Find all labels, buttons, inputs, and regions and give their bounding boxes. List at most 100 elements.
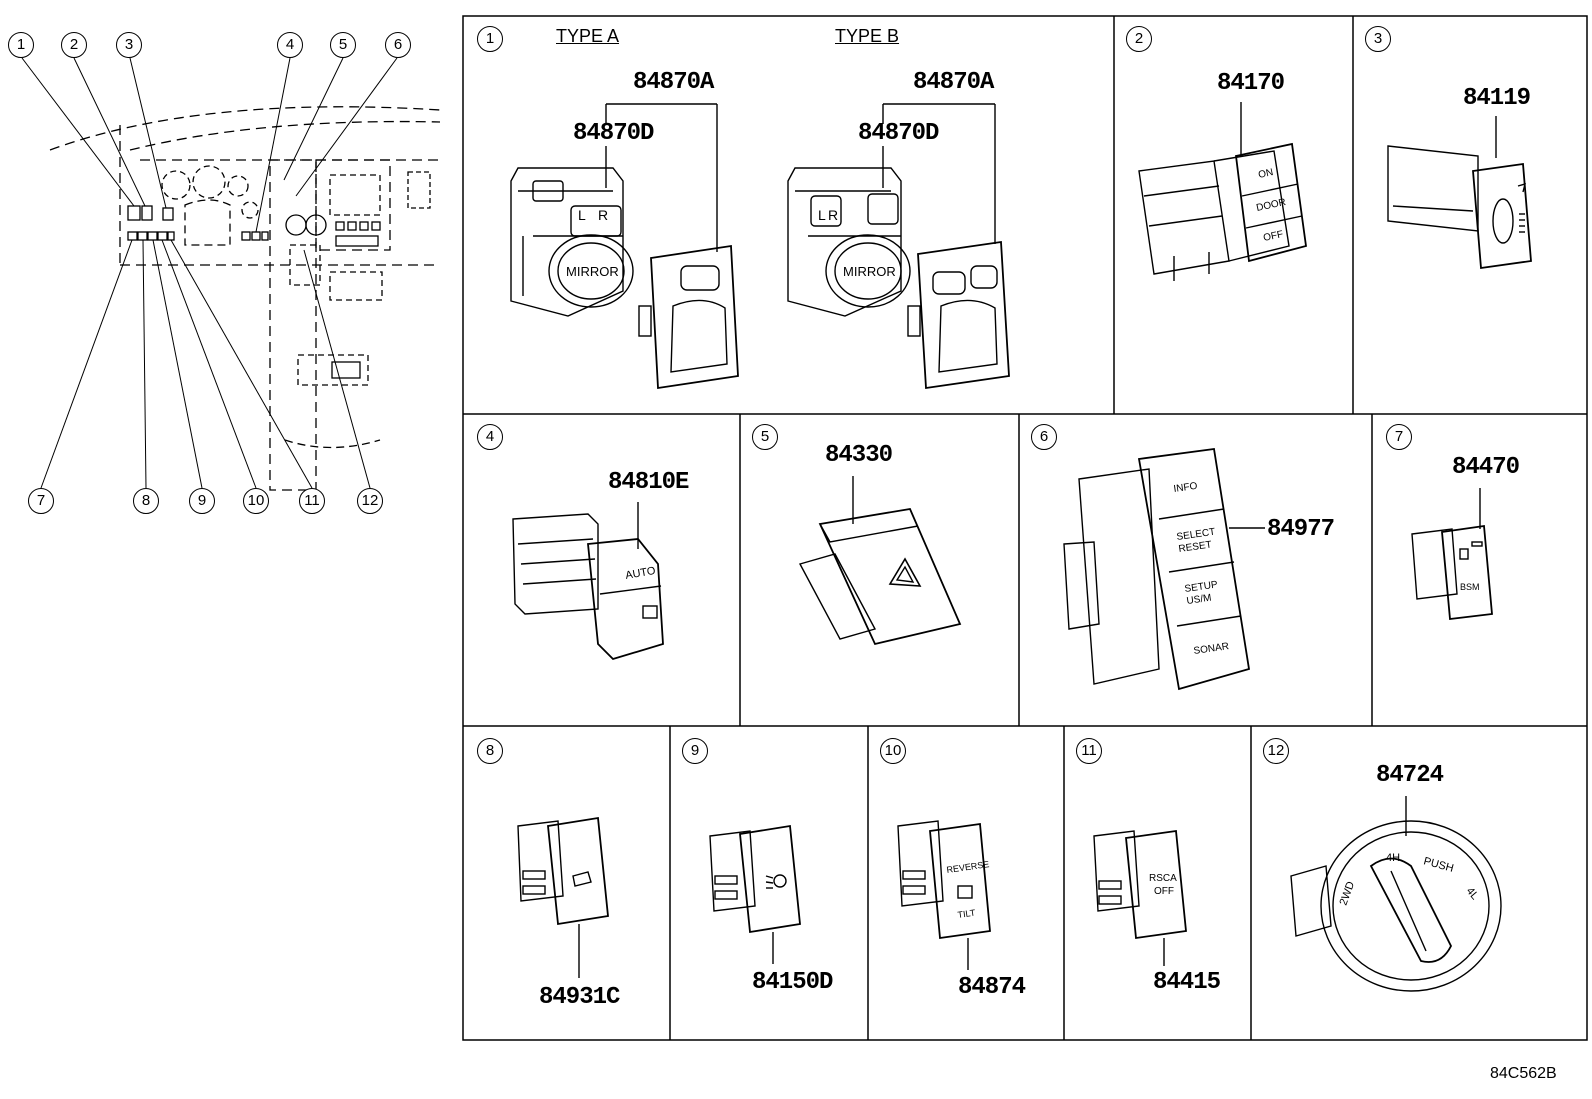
auto-switch-labels: AUTO xyxy=(624,565,656,582)
reverse-tilt-switch-labels: REVERSE TILT xyxy=(946,859,990,920)
panel-8-switch: 8 84931C xyxy=(463,726,670,1040)
dashboard-overview: 1 2 3 4 5 6 7 8 9 10 11 12 xyxy=(0,0,450,530)
overview-callout-4: 4 xyxy=(277,32,303,58)
panel-3-dimmer-switch: 3 84119 xyxy=(1353,16,1587,414)
panel-5-callout: 5 xyxy=(752,424,778,450)
overview-callout-1: 1 xyxy=(8,32,34,58)
rsca-switch-drawing xyxy=(1093,829,1187,966)
auto-switch-drawing xyxy=(512,502,664,661)
switch-label-tilt: TILT xyxy=(957,908,977,920)
overview-callout-2: 2 xyxy=(61,32,87,58)
part-number-84870A-type-a: 84870A xyxy=(633,69,714,96)
part-number-84931C: 84931C xyxy=(539,984,620,1011)
dashboard-outline-drawing xyxy=(21,57,441,491)
overview-callout-12: 12 xyxy=(357,488,383,514)
part-number-84870D-type-b: 84870D xyxy=(858,120,939,147)
dome-light-switch-drawing xyxy=(1138,102,1308,281)
panel-1-mirror-switch: 1 TYPE A TYPE B 84870A 84870D 84870A 848… xyxy=(463,16,1114,414)
switch-label-2wd: 2WD xyxy=(1338,880,1358,907)
overview-callout-11: 11 xyxy=(299,488,325,514)
part-number-84330: 84330 xyxy=(825,442,893,469)
switch-label-4l: 4L xyxy=(1464,885,1481,902)
hazard-switch-drawing xyxy=(798,476,962,646)
panel-11-callout: 11 xyxy=(1076,738,1102,764)
switch-label-push: PUSH xyxy=(1422,855,1455,875)
switch-label-mirror-type-b: MIRROR xyxy=(843,264,896,279)
rsca-switch-labels: RSCA OFF xyxy=(1149,873,1177,897)
switch-label-l-type-b: L xyxy=(818,207,826,223)
part-number-84150D: 84150D xyxy=(752,969,833,996)
panel-2-dome-light-switch: 2 84170 ON DOOR OFF xyxy=(1114,16,1353,414)
overview-callout-7: 7 xyxy=(28,488,54,514)
panel-3-callout: 3 xyxy=(1365,26,1391,52)
part-number-84170: 84170 xyxy=(1217,70,1285,97)
switch-label-setup: SETUP xyxy=(1184,579,1219,595)
mirror-switch-labels: L R MIRROR L R MIRROR xyxy=(566,207,896,279)
panel-9-fog-light-switch: 9 84150D xyxy=(670,726,868,1040)
panel-4-auto-switch: 4 84810E AUTO xyxy=(463,414,740,726)
panel-8-callout: 8 xyxy=(477,738,503,764)
fog-light-switch-drawing xyxy=(709,824,801,964)
part-number-84415: 84415 xyxy=(1153,969,1221,996)
type-b-label: TYPE B xyxy=(835,26,900,46)
panel-10-callout: 10 xyxy=(880,738,906,764)
overview-callout-9: 9 xyxy=(189,488,215,514)
switch-label-reverse: REVERSE xyxy=(946,859,990,875)
switch-label-r-type-a: R xyxy=(598,207,608,223)
type-a-label: TYPE A xyxy=(556,26,620,46)
reverse-tilt-switch-drawing xyxy=(897,820,991,970)
switch-label-rsca-off: OFF xyxy=(1154,886,1174,897)
overview-callout-3: 3 xyxy=(116,32,142,58)
multi-info-switch-drawing xyxy=(1063,447,1265,691)
switch-label-on: ON xyxy=(1257,167,1274,181)
switch-label-r-type-b: R xyxy=(828,207,838,223)
multi-info-switch-labels: INFO SELECT RESET SETUP US/M SONAR xyxy=(1173,481,1230,657)
switch-84931c-drawing xyxy=(517,816,609,978)
part-number-84470: 84470 xyxy=(1452,454,1520,481)
panel-6-callout: 6 xyxy=(1031,424,1057,450)
switch-label-auto: AUTO xyxy=(624,565,656,582)
part-number-84870A-type-b: 84870A xyxy=(913,69,994,96)
switch-label-info: INFO xyxy=(1173,481,1198,495)
panel-9-callout: 9 xyxy=(682,738,708,764)
mirror-switch-drawing xyxy=(510,103,1010,390)
switch-label-off: OFF xyxy=(1262,229,1284,244)
panel-5-hazard-switch: 5 84330 xyxy=(740,414,1019,726)
switch-label-rsca: RSCA xyxy=(1149,873,1177,884)
switch-label-4h: 4H xyxy=(1386,852,1400,864)
dimmer-switch-drawing xyxy=(1387,116,1532,270)
panel-7-callout: 7 xyxy=(1386,424,1412,450)
panel-1-callout: 1 xyxy=(477,26,503,52)
switch-label-door: DOOR xyxy=(1255,197,1287,214)
part-number-84810E: 84810E xyxy=(608,469,689,496)
part-number-84977: 84977 xyxy=(1267,516,1335,543)
part-number-84119: 84119 xyxy=(1463,85,1531,112)
bsm-switch-drawing xyxy=(1411,488,1493,621)
overview-callout-6: 6 xyxy=(385,32,411,58)
part-number-84874: 84874 xyxy=(958,974,1026,1001)
panel-4-callout: 4 xyxy=(477,424,503,450)
switch-label-select: SELECT xyxy=(1176,527,1216,543)
switch-label-l-type-a: L xyxy=(578,207,586,223)
switch-label-bsm: BSM xyxy=(1460,582,1480,592)
panel-12-transfer-switch: 12 84724 2WD 4H PUSH 4L xyxy=(1251,726,1587,1040)
part-number-84724: 84724 xyxy=(1376,762,1444,789)
diagram-code: 84C562B xyxy=(1490,1065,1557,1082)
switch-label-reset: RESET xyxy=(1178,539,1213,555)
transfer-switch-drawing xyxy=(1290,796,1502,992)
overview-callout-8: 8 xyxy=(133,488,159,514)
overview-callout-10: 10 xyxy=(243,488,269,514)
panel-12-callout: 12 xyxy=(1263,738,1289,764)
panel-11-rsca-switch: 11 84415 RSCA OFF xyxy=(1064,726,1251,1040)
panel-6-multi-info-switch: 6 84977 INFO SELECT RESET SETUP US/M SON… xyxy=(1019,414,1372,726)
overview-callout-5: 5 xyxy=(330,32,356,58)
panel-10-reverse-tilt-switch: 10 84874 REVERSE TILT xyxy=(868,726,1064,1040)
transfer-switch-labels: 2WD 4H PUSH 4L xyxy=(1338,852,1481,907)
part-number-84870D-type-a: 84870D xyxy=(573,120,654,147)
panel-2-callout: 2 xyxy=(1126,26,1152,52)
switch-label-sonar: SONAR xyxy=(1193,641,1230,657)
dome-light-switch-labels: ON DOOR OFF xyxy=(1255,167,1287,244)
bsm-switch-labels: BSM xyxy=(1460,582,1480,592)
switch-label-mirror-type-a: MIRROR xyxy=(566,264,619,279)
